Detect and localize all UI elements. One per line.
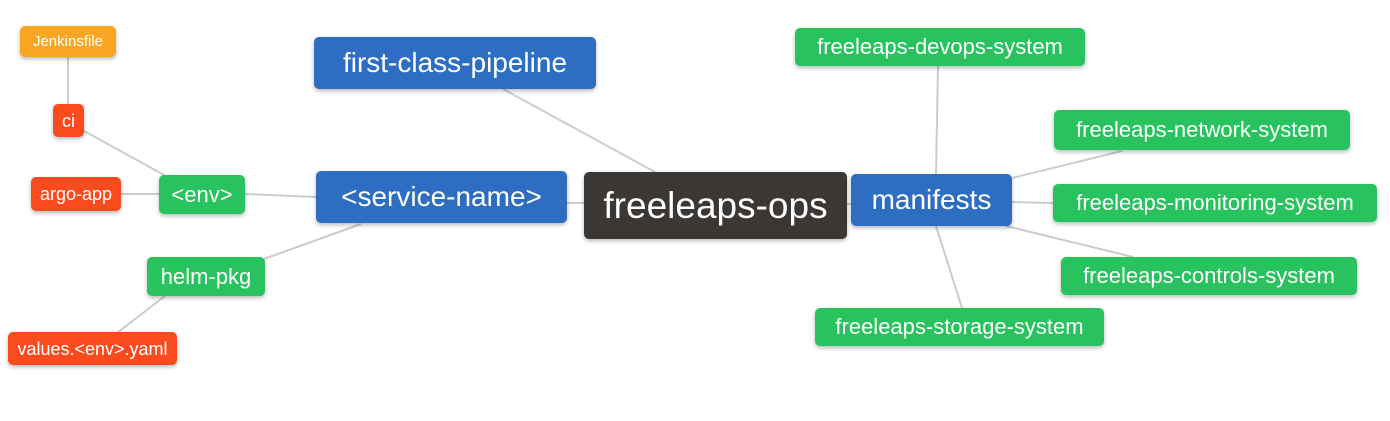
node-freeleaps-ops[interactable]: freeleaps-ops [584,172,847,239]
node-env[interactable]: <env> [159,175,245,214]
node-service-name[interactable]: <service-name> [316,171,567,223]
edge-manifests-monitoring [1010,201,1054,204]
node-first-class-pipeline[interactable]: first-class-pipeline [314,37,596,89]
edge-ci-env [83,130,167,177]
node-network-system[interactable]: freeleaps-network-system [1054,110,1350,150]
node-controls-system[interactable]: freeleaps-controls-system [1061,257,1357,295]
edge-manifests-devops [935,65,939,175]
node-helm-pkg[interactable]: helm-pkg [147,257,265,296]
node-monitoring-system[interactable]: freeleaps-monitoring-system [1053,184,1377,222]
node-devops-system[interactable]: freeleaps-devops-system [795,28,1085,66]
edge-manifests-controls [1005,225,1134,258]
edge-helm-pkg-values [116,295,166,334]
edge-first-class-pipeline-ops [502,88,656,173]
edge-env-service-name [244,193,317,198]
edge-service-name-helm-pkg [263,223,362,260]
node-ci[interactable]: ci [53,104,84,137]
edge-manifests-network [1011,150,1123,179]
node-manifests[interactable]: manifests [851,174,1012,226]
node-jenkinsfile[interactable]: Jenkinsfile [20,26,116,57]
node-values-env-yaml[interactable]: values.<env>.yaml [8,332,177,365]
edge-manifests-storage [935,225,963,309]
node-argo-app[interactable]: argo-app [31,177,121,211]
node-storage-system[interactable]: freeleaps-storage-system [815,308,1104,346]
